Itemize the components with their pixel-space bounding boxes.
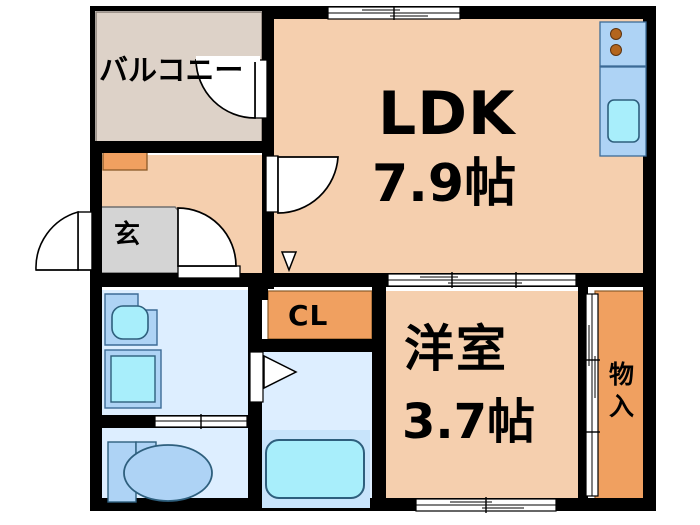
ldk-washitsu-partition[interactable] [387,272,577,288]
entrance-door[interactable] [35,210,93,271]
wall-left-outer [90,145,102,511]
wall-monoire-left [578,287,588,511]
wall-cl-left-stub [248,287,268,300]
burner-back-icon [610,44,622,56]
wall-ldk-left [262,6,274,289]
wall-cl-bottom [248,339,372,352]
ldk-partition-notch [280,251,298,273]
bathtub [262,430,370,508]
room-label-washitsu: 洋室 [404,320,508,378]
toilet-door[interactable] [154,414,248,429]
wall-balcony-left [90,6,95,146]
washbasin-bowl [111,305,149,340]
washer-space [104,349,162,409]
kitchen-stove [599,21,647,67]
room-label-balcony: バルコニー [99,53,244,87]
washitsu-floor [386,291,578,499]
kitchen-counter [599,21,647,157]
bath-door[interactable] [249,351,298,403]
wall-balcony-top [90,6,270,11]
ldk-floor [272,18,650,273]
room-label-closet: CL [288,299,329,332]
washbasin [104,293,158,346]
monoire-doors[interactable] [584,293,600,497]
washitsu-window-south[interactable] [415,497,557,513]
room-label-monoire-2: 入 [609,392,635,421]
bathtub-basin [265,439,365,499]
room-area-ldk: 7.9帖 [372,154,517,214]
toilet-bowl [123,444,213,502]
balcony-door[interactable] [195,56,268,119]
toilet [107,441,213,503]
wall-balcony-bottom [90,141,270,153]
wall-bath-right [372,287,386,511]
room-label-monoire-1: 物 [609,360,635,389]
room-label-genkan: 玄 [114,220,141,250]
room-label-ldk: LDK [378,79,516,149]
hall-door[interactable] [177,207,241,279]
room-area-washitsu: 3.7帖 [402,394,536,450]
ldk-window-north[interactable] [327,6,461,20]
ldk-entry-door[interactable] [265,155,339,214]
burner-front-icon [610,28,622,40]
kitchen-sink [607,99,640,143]
